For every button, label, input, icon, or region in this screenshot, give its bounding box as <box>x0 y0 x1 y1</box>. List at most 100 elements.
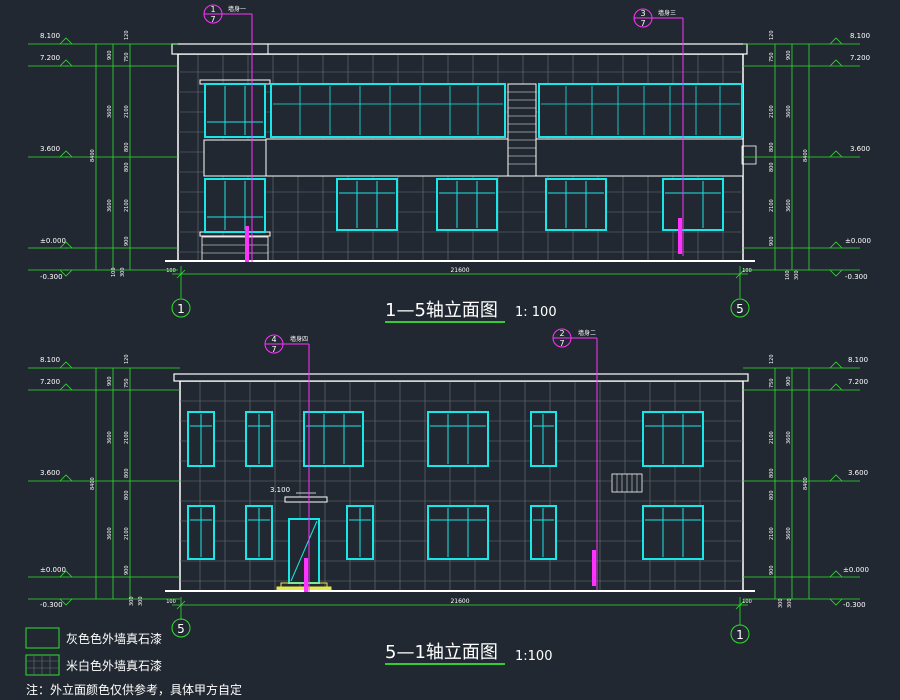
dim: 900 <box>769 236 775 246</box>
dim: 800 <box>124 468 130 478</box>
dim: 800 <box>769 162 775 172</box>
window <box>187 505 215 560</box>
dim: 750 <box>769 52 775 62</box>
dim: 300 <box>787 598 793 608</box>
level-7200: 7.200 <box>40 54 60 62</box>
left-dimensions: 8.100 7.200 3.600 ±0.000 -0.300 120 750 … <box>28 30 178 281</box>
window <box>187 411 215 467</box>
floor-band <box>265 138 744 177</box>
level-7200: 7.200 <box>850 54 870 62</box>
window <box>530 411 557 467</box>
elevation-5-1: 3.100 21600 100 100 5 1 5—1轴立面图 1:100 4 <box>28 328 869 665</box>
callout-label: 墙身一 <box>228 5 246 13</box>
legend-item-beige: 米白色外墙真石漆 <box>25 654 162 676</box>
window <box>427 505 489 560</box>
level-0: ±0.000 <box>843 566 869 574</box>
level-minus-300: -0.300 <box>843 601 866 609</box>
window <box>427 411 489 467</box>
window <box>245 505 273 560</box>
dim: 300 <box>138 596 144 606</box>
dim: 120 <box>124 30 130 40</box>
callout-2: 2 7 墙身二 <box>552 328 598 590</box>
dim: 3600 <box>107 527 113 540</box>
dim: 2100 <box>124 431 130 444</box>
legend-item-gray: 灰色色外墙真石漆 <box>25 627 162 649</box>
axis-label-right: 5 <box>736 302 744 316</box>
dim: 3600 <box>107 199 113 212</box>
dim: 8400 <box>803 149 809 162</box>
dim: 120 <box>769 354 775 364</box>
dim: 800 <box>124 142 130 152</box>
ac-unit <box>741 145 757 165</box>
window <box>303 411 364 467</box>
level-3600: 3.600 <box>40 469 60 477</box>
dim: 750 <box>124 52 130 62</box>
legend-swatch-grid <box>25 654 60 676</box>
dim: 100 <box>111 267 117 277</box>
left-dimensions: 8.100 7.200 3.600 ±0.000 -0.300 120 750 … <box>28 354 180 609</box>
window <box>642 411 704 467</box>
level-8100: 8.100 <box>40 356 60 364</box>
drawing-note: 注：外立面颜色仅供参考，具体甲方自定 <box>26 682 242 697</box>
ac-unit <box>611 473 643 493</box>
callout-1: 1 7 墙身一 <box>203 4 253 262</box>
legend-swatch-plain <box>25 627 60 649</box>
dim: 2100 <box>124 199 130 212</box>
dim: 3600 <box>786 199 792 212</box>
callout-label: 墙身三 <box>658 9 676 17</box>
dim: 300 <box>794 270 800 280</box>
dim: 800 <box>769 490 775 500</box>
axis-label-left: 5 <box>177 622 185 636</box>
dim: 8400 <box>90 477 96 490</box>
dim: 3600 <box>107 105 113 118</box>
callout-label: 墙身四 <box>290 335 308 343</box>
dim: 120 <box>769 30 775 40</box>
parapet <box>171 43 748 55</box>
window <box>545 178 607 231</box>
dim: 3600 <box>786 527 792 540</box>
dim: 2100 <box>124 527 130 540</box>
dim: 8400 <box>90 149 96 162</box>
window <box>204 83 266 138</box>
level-3600: 3.600 <box>848 469 868 477</box>
ribbon-window <box>270 83 506 138</box>
dim: 800 <box>769 468 775 478</box>
dim: 8400 <box>803 477 809 490</box>
dim: 900 <box>107 50 113 60</box>
dim: 750 <box>769 378 775 388</box>
dim: 900 <box>769 565 775 575</box>
window <box>530 505 557 560</box>
dim: 300 <box>120 267 126 277</box>
window <box>662 178 724 231</box>
elevation-title: 5—1轴立面图 <box>385 642 498 663</box>
end-dim-right: 100 <box>742 268 752 274</box>
end-dim-right: 100 <box>742 599 752 605</box>
callout-den: 7 <box>271 345 276 354</box>
window <box>436 178 498 231</box>
level-minus-300: -0.300 <box>845 273 868 281</box>
dim: 3600 <box>107 431 113 444</box>
legend-label: 米白色外墙真石漆 <box>66 658 162 673</box>
level-8100: 8.100 <box>850 32 870 40</box>
window <box>245 411 273 467</box>
dim: 3600 <box>786 105 792 118</box>
axis-bubble-right <box>730 298 750 318</box>
dim: 2100 <box>124 105 130 118</box>
end-dim-left: 100 <box>166 268 176 274</box>
right-dimensions: 8.100 7.200 3.600 ±0.000 -0.300 120 750 … <box>743 354 869 609</box>
ribbon-window <box>538 83 743 138</box>
callout-den: 7 <box>210 15 215 24</box>
level-7200: 7.200 <box>40 378 60 386</box>
axis-label-left: 1 <box>177 302 185 316</box>
dim: 300 <box>129 596 135 606</box>
bottom-dimension <box>172 597 748 625</box>
dim: 750 <box>124 378 130 388</box>
dim: 300 <box>778 598 784 608</box>
dim: 800 <box>769 142 775 152</box>
axis-label-right: 1 <box>736 628 744 642</box>
dim: 900 <box>124 236 130 246</box>
total-width-dim: 21600 <box>450 598 469 605</box>
dim: 2100 <box>769 199 775 212</box>
level-8100: 8.100 <box>848 356 868 364</box>
